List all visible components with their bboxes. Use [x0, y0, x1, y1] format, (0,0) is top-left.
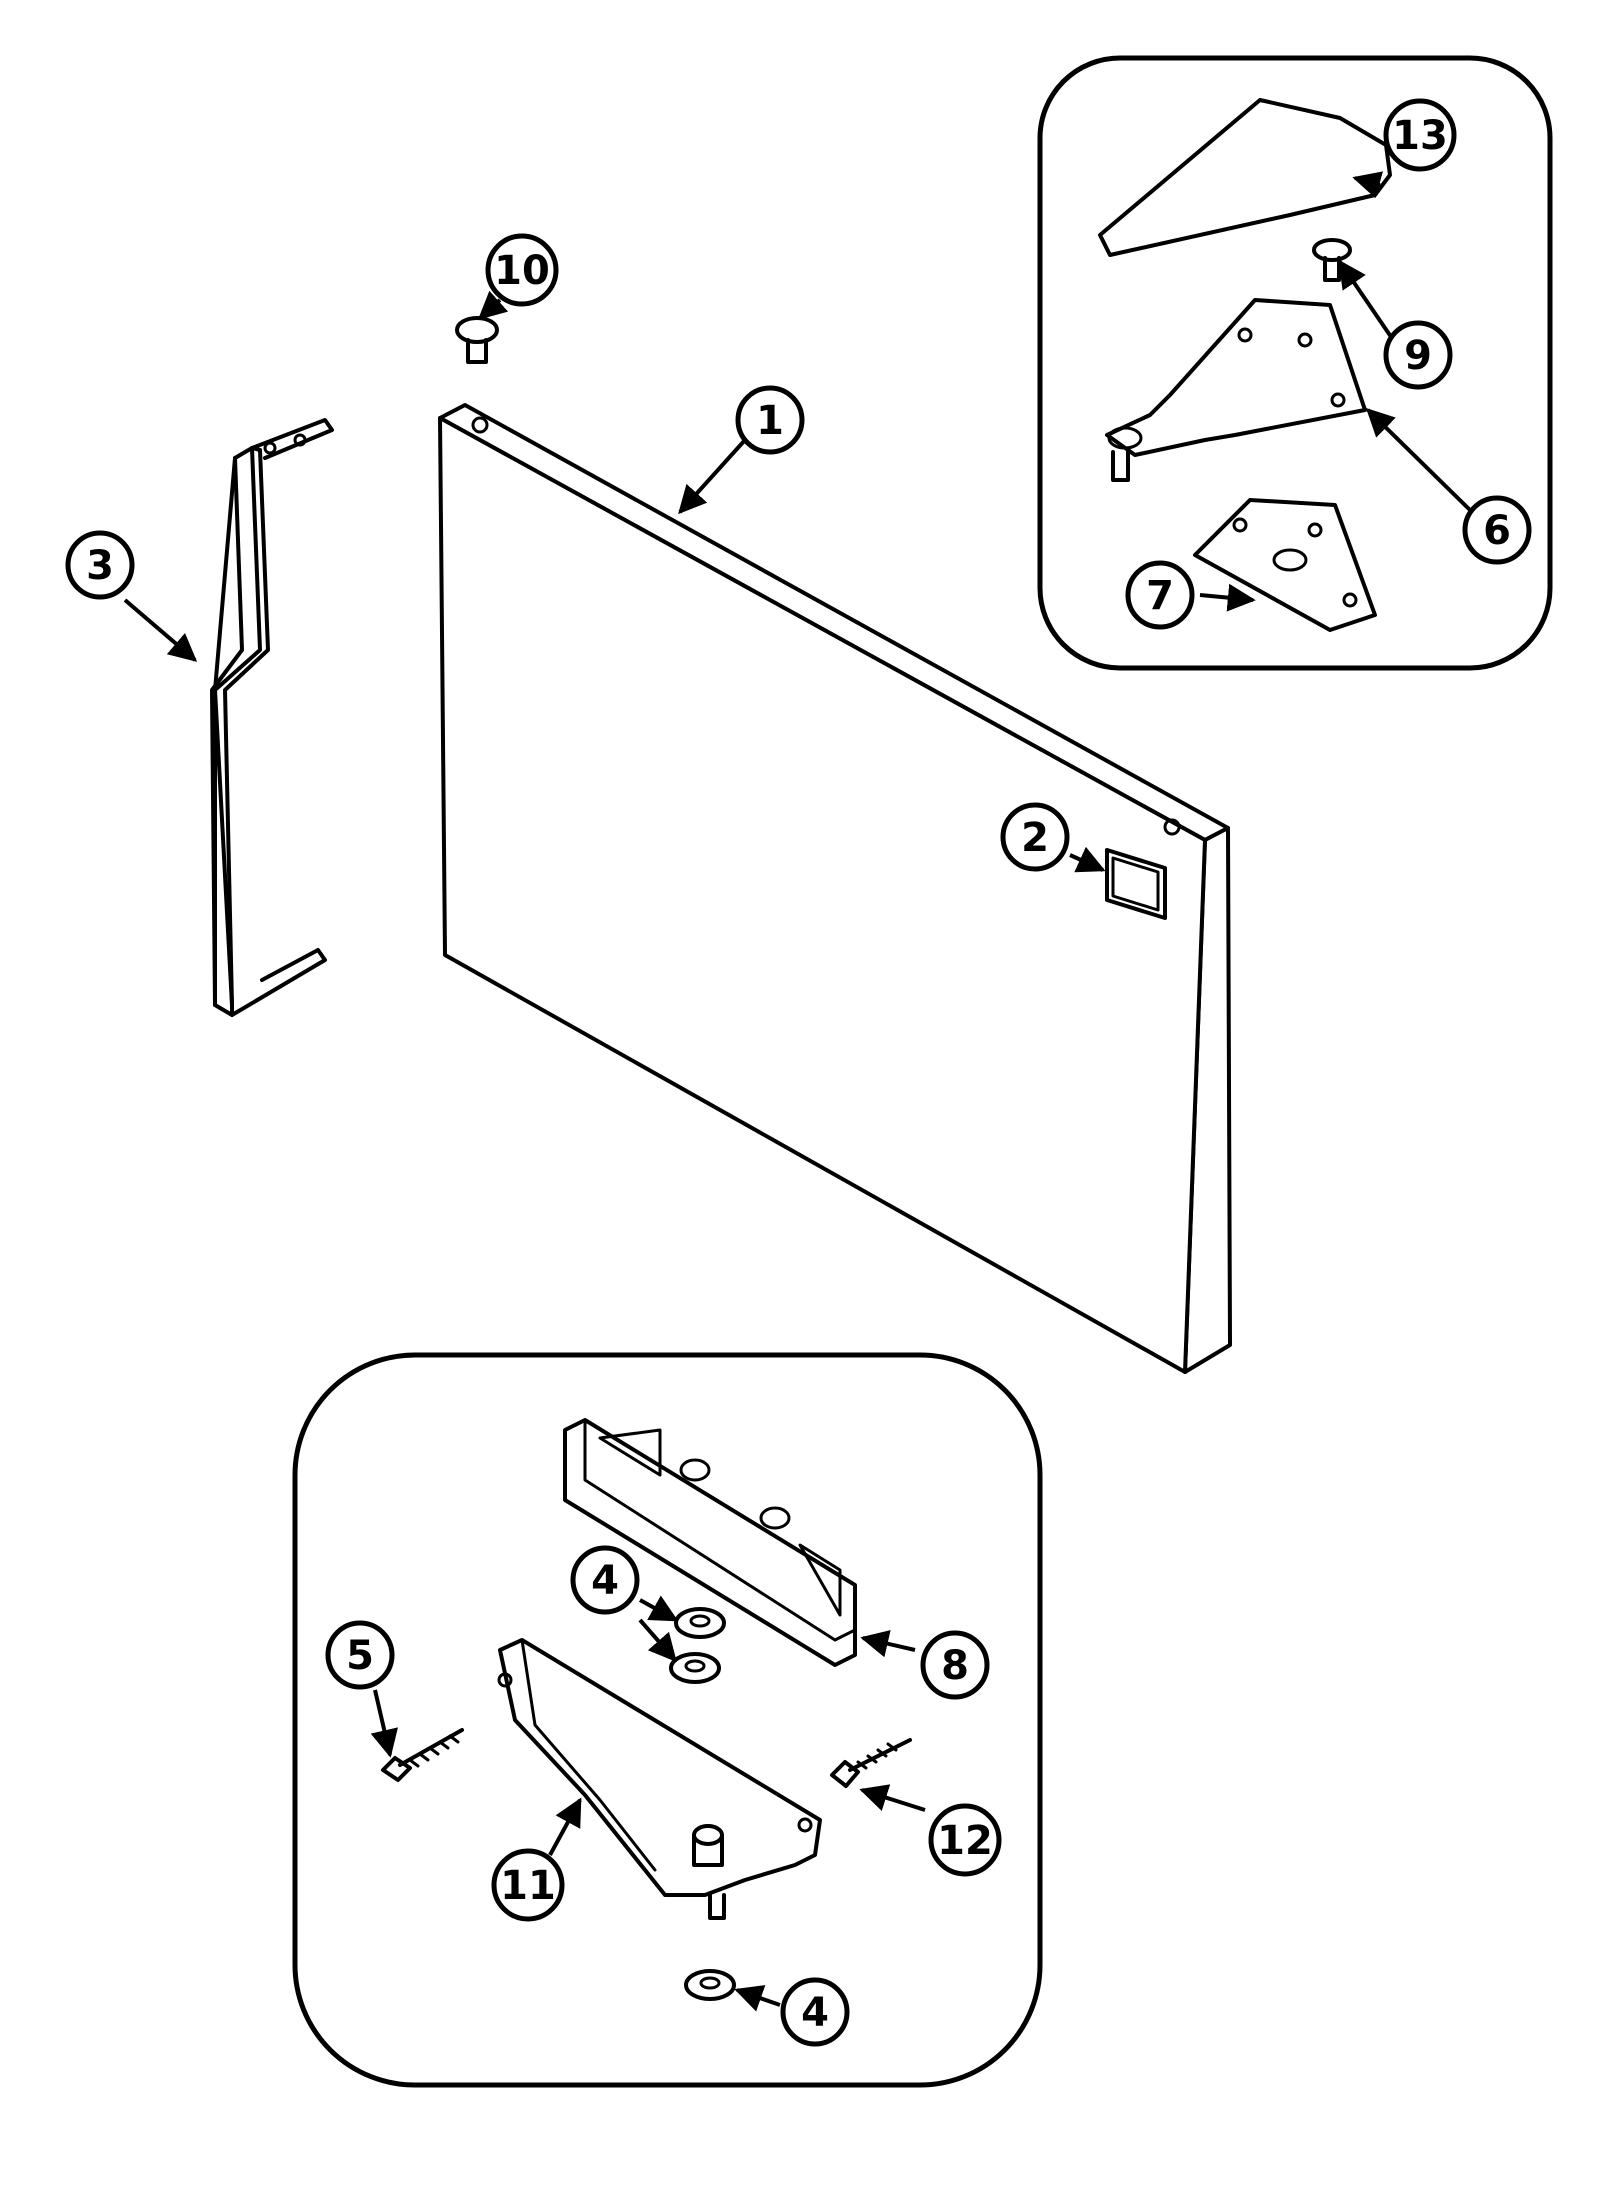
- callout-4-lower: 4: [780, 1977, 850, 2047]
- top-hinge: [1105, 298, 1367, 482]
- leader-lines: [123, 171, 1472, 2012]
- callout-label: 3: [86, 543, 114, 589]
- screw-right: [830, 1738, 912, 1788]
- callout-label: 9: [1404, 333, 1432, 379]
- hinge-pin: [1312, 238, 1352, 282]
- hinge-cover: [1098, 98, 1392, 257]
- callout-label: 1: [756, 398, 784, 444]
- center-bracket: [563, 1418, 857, 1667]
- callout-4-upper: 4: [570, 1545, 640, 1615]
- callout-label: 12: [937, 1818, 993, 1864]
- callout-label: 8: [941, 1643, 969, 1689]
- callout-label: 10: [494, 248, 550, 294]
- callout-8: 8: [920, 1630, 990, 1700]
- callout-6: 6: [1462, 495, 1532, 565]
- callout-12: 12: [928, 1803, 1002, 1877]
- hinge-shim: [1193, 498, 1377, 632]
- top-right-detail-frame: [1037, 55, 1553, 671]
- screw-left: [381, 1728, 464, 1782]
- callout-9: 9: [1383, 320, 1453, 390]
- washer-upper-1: [674, 1607, 726, 1639]
- callout-11: 11: [491, 1848, 565, 1922]
- washer-lower: [684, 1969, 736, 2001]
- callout-label: 4: [591, 1558, 619, 1604]
- callout-2: 2: [1000, 802, 1070, 872]
- callout-label: 5: [346, 1633, 374, 1679]
- hinge-pin-small: [455, 316, 499, 364]
- callout-label: 2: [1021, 815, 1049, 861]
- callout-7: 7: [1125, 560, 1195, 630]
- callout-5: 5: [325, 1620, 395, 1690]
- callout-13: 13: [1383, 98, 1457, 172]
- washer-upper-2: [669, 1652, 721, 1684]
- callout-label: 13: [1392, 113, 1448, 159]
- callout-1: 1: [735, 385, 805, 455]
- callout-label: 7: [1146, 573, 1174, 619]
- callouts: 1 2 3 4 4 5 6 7: [65, 98, 1532, 2047]
- callout-10: 10: [485, 233, 559, 307]
- callout-label: 6: [1483, 508, 1511, 554]
- callout-label: 4: [801, 1990, 829, 2036]
- callout-label: 11: [500, 1863, 556, 1909]
- nameplate: [1105, 848, 1167, 920]
- callout-3: 3: [65, 530, 135, 600]
- door-panel: [438, 403, 1232, 1374]
- bottom-hinge: [497, 1638, 822, 1920]
- side-bracket: [210, 418, 334, 1017]
- bottom-detail-frame: [292, 1352, 1043, 2088]
